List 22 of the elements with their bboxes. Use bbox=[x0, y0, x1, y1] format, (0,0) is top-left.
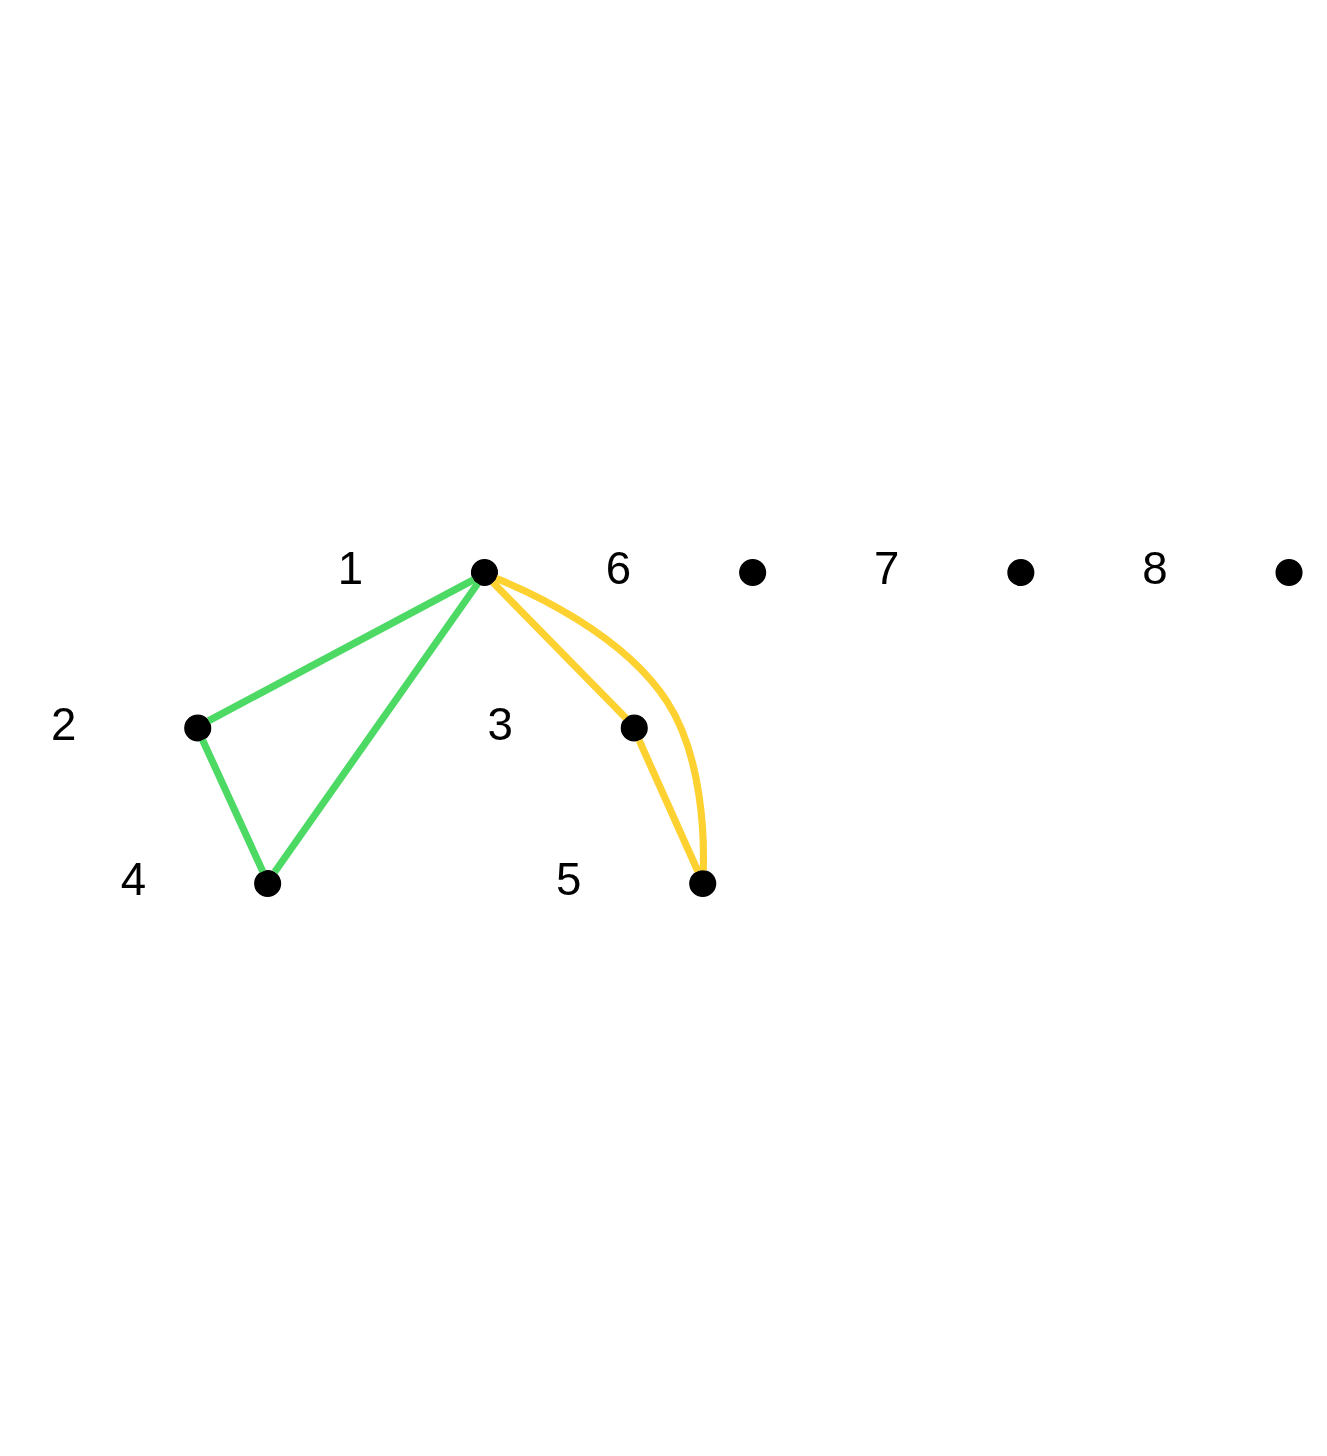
node-label: 8 bbox=[1142, 543, 1168, 595]
node-circle bbox=[254, 869, 282, 898]
node-label: 2 bbox=[50, 698, 77, 750]
node-circle bbox=[470, 558, 499, 587]
connector bbox=[635, 738, 702, 873]
connector bbox=[199, 738, 267, 873]
node-circle bbox=[739, 558, 767, 587]
node-circle bbox=[620, 714, 648, 742]
node-circle bbox=[184, 714, 212, 742]
node-circle bbox=[1007, 558, 1035, 587]
connector bbox=[494, 575, 707, 871]
connector bbox=[271, 581, 481, 875]
node-circle bbox=[689, 869, 717, 898]
connector bbox=[490, 580, 629, 721]
connector bbox=[206, 576, 476, 724]
node-label: 5 bbox=[555, 854, 582, 906]
node-label: 4 bbox=[120, 854, 147, 906]
node-label: 3 bbox=[487, 698, 513, 750]
node-circle bbox=[1275, 558, 1303, 587]
node-label: 1 bbox=[337, 543, 364, 595]
node-label: 7 bbox=[874, 543, 900, 595]
node-label: 6 bbox=[605, 543, 632, 595]
